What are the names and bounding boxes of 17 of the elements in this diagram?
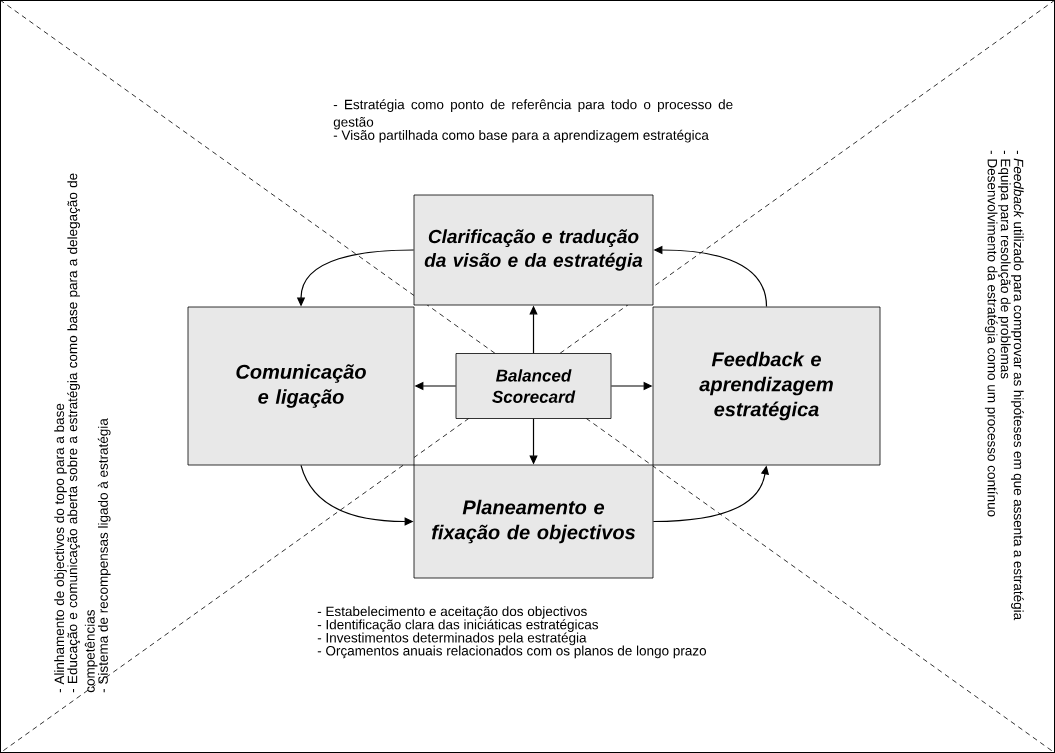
note-text: - Equipa para resolução de problemas bbox=[998, 150, 1011, 379]
note-text: - Estabelecimento e aceitação dos objectivos bbox=[317, 606, 587, 619]
note-text: - Feedback utilizado para comprovar as hipóteses em que assenta a estratégia bbox=[1011, 150, 1024, 621]
process-box: Planeamento e fixação de objectivos bbox=[413, 464, 654, 579]
note-text: - Visão partilhada como base para a aprendizagem estratégica bbox=[333, 129, 709, 143]
note-text: - Investimentos determinados pela estratégia bbox=[317, 632, 587, 646]
center-box: Balanced Scorecard bbox=[455, 353, 612, 419]
process-box: Clarificação e tradução da visão e da estratégia bbox=[413, 194, 654, 306]
process-box: Comunicação e ligação bbox=[187, 306, 415, 466]
note-text: - Estratégia como ponto de referência para todo o processo de gestão bbox=[333, 99, 733, 130]
process-box: Feedback e aprendizagem estratégica bbox=[652, 306, 881, 466]
note-text: - Desenvolvimento da estratégia como um processo contínuo bbox=[984, 150, 998, 517]
note-text: - Educação e comunicação aberta sobre a estratégia como base para a delegação de competências bbox=[67, 173, 98, 693]
note-text: - Alinhamento de objectivos do topo para a base bbox=[54, 403, 67, 693]
note-text: - Sistema de recompensas ligado à estratégia bbox=[97, 418, 111, 693]
note-text: - Identificação clara das iniciáticas estratégicas bbox=[317, 619, 599, 633]
note-text: - Orçamentos anuais relacionados com os planos de longo prazo bbox=[317, 645, 707, 659]
